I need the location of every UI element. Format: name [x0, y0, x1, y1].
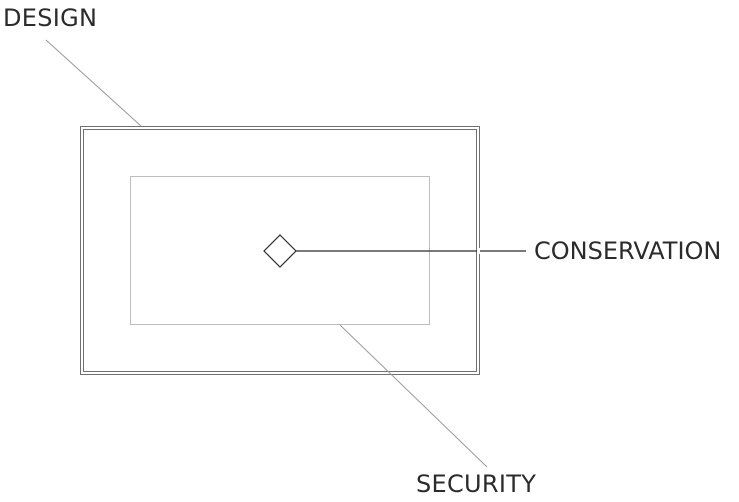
frame-gap-right — [477, 248, 480, 254]
design-label: DESIGN — [3, 4, 98, 32]
conservation-label: CONSERVATION — [534, 237, 722, 265]
security-leader-line — [339, 324, 488, 468]
security-label: SECURITY — [416, 470, 537, 498]
diamond-icon — [263, 234, 297, 268]
design-leader-line — [45, 39, 142, 127]
